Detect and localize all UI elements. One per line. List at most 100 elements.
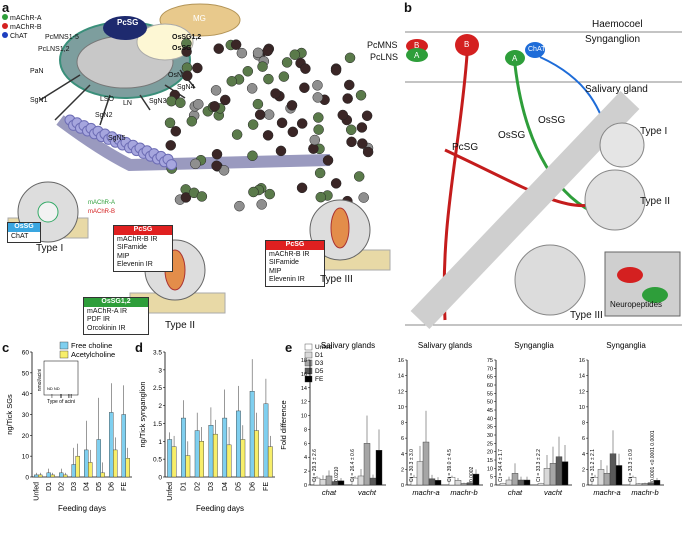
label-type3: Type III [320, 274, 353, 285]
box-line: Elevenin IR [117, 261, 153, 268]
y-tick-label: 5 [490, 475, 493, 481]
y-tick-label: 75 [487, 358, 493, 364]
label-type2-b: Type II [640, 196, 671, 207]
y-tick-label: 3.5 [153, 350, 162, 357]
legend-label: mAChR-A [10, 15, 42, 22]
bar [363, 443, 371, 486]
p-value: 0.0002 [469, 466, 475, 482]
acinus-dot [322, 155, 334, 166]
bar [199, 441, 204, 478]
bar [113, 449, 118, 478]
bar [635, 483, 643, 486]
acinus-dot [257, 61, 268, 72]
y-tick-label: 4 [304, 455, 307, 461]
label-pclns-b: PcLNS [370, 52, 399, 62]
y-tick-label: 2.5 [153, 385, 162, 392]
x-tick-label: D4 [83, 482, 90, 491]
legend-swatch [304, 375, 313, 383]
label-osn: OsN [168, 72, 182, 79]
y-tick-label: 1.5 [153, 421, 162, 428]
gene-label: machr-b [450, 488, 477, 497]
bar [181, 417, 186, 478]
y-tick-label: 30 [22, 412, 30, 419]
inset-annotation: ND ND [47, 386, 60, 391]
x-tick-label: D3 [71, 482, 78, 491]
y-tick-label: 60 [487, 383, 493, 389]
acinus-dot [210, 85, 222, 96]
acinus-dot [170, 126, 182, 137]
acinus-dot [190, 158, 201, 170]
panel-letter-a: a [2, 0, 10, 15]
acinus-dot [247, 150, 258, 162]
bar [212, 433, 218, 478]
box-header: PcSG [266, 241, 324, 250]
label-lso: LSO [100, 96, 115, 103]
bar [523, 479, 531, 486]
panel-letter-d: d [135, 340, 143, 355]
y-tick-label: 12 [398, 389, 404, 395]
ct-annotation: Ct = 30.3 ± 3.0 [409, 449, 415, 482]
y-tick-label: 16 [301, 372, 307, 378]
panel-letter-b: b [404, 0, 412, 15]
bar [434, 480, 442, 486]
ct-annotation: Ct = 33.3 ± 2.2 [536, 449, 542, 482]
y-tick-label: 4 [582, 452, 585, 458]
label-haemocoel: Haemocoel [592, 19, 643, 30]
bar [422, 441, 430, 486]
acinus-dot [242, 66, 254, 77]
type1-label-machra: mAChR-A [88, 200, 116, 206]
acinus-dot [196, 191, 208, 202]
label-type2: Type II [165, 320, 196, 331]
acinus-dot [248, 186, 259, 198]
acinus-dot [262, 130, 274, 141]
y-tick-label: 12 [301, 400, 307, 406]
acinus-dot [362, 146, 374, 158]
y-tick-label: 55 [487, 391, 493, 397]
acinus-dot [300, 63, 311, 74]
box-line: mAChR-B IR [269, 250, 310, 258]
neuron-ossg [505, 50, 525, 66]
neuropeptide-inset [604, 251, 681, 317]
type2-acinus-b [584, 169, 646, 231]
box-line: MIP [117, 252, 130, 260]
acinus-dot [230, 39, 242, 50]
legend-swatch [59, 341, 69, 350]
y-tick-label: 12 [579, 389, 585, 395]
bar [71, 464, 76, 478]
y-tick-label: 10 [301, 414, 307, 420]
legend-swatch [304, 351, 313, 359]
box-type1: OsSG ChAT [7, 222, 41, 243]
legend-item: mAChR-B [2, 23, 42, 32]
x-tick-label: D3 [208, 482, 215, 491]
x-tick-label: FE [263, 482, 270, 491]
y-tick-label: 0 [158, 475, 162, 482]
bar [109, 412, 114, 478]
panel-letter-e: e [285, 340, 293, 355]
bar [543, 468, 551, 486]
label-type1-b: Type I [640, 126, 668, 137]
p-value: 0.0210 [334, 466, 340, 482]
type1-acinus-b [599, 122, 645, 168]
gene-label: machr-b [631, 488, 658, 497]
label-sgn4: SgN4 [177, 84, 195, 91]
legend-label: ChAT [10, 33, 28, 40]
acinus-dot [231, 129, 243, 140]
label-pcsg-b: PcSG [452, 142, 479, 153]
label-pclns: PcLNS1,2 [38, 46, 70, 53]
inset-green [642, 287, 668, 303]
bar [555, 456, 563, 486]
acinus-dot [263, 109, 275, 120]
box-line: SIFamide [117, 244, 147, 251]
bar [499, 483, 507, 486]
bar [167, 439, 173, 478]
box-line: mAChR-A IR [87, 307, 128, 315]
acinus-dot [226, 76, 238, 87]
legend-item: ChAT [2, 32, 42, 41]
legend-item: mAChR-A [2, 14, 42, 23]
bar [357, 475, 365, 486]
x-tick-label: D2 [58, 482, 65, 491]
type1-acinus-dot [166, 159, 177, 171]
acinus-dot [309, 134, 321, 146]
y-tick-label: 60 [22, 350, 30, 357]
